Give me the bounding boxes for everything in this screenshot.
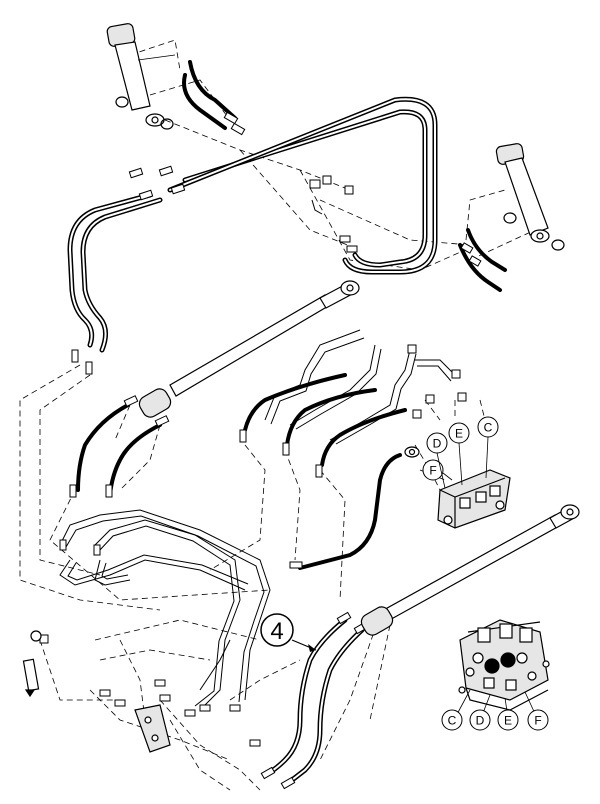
valve-port-callout-c: C — [477, 416, 499, 438]
valve-port-label-e: E — [455, 427, 463, 441]
inset-port-callout-d: D — [469, 709, 491, 731]
lower-left-manifold — [22, 630, 171, 753]
inset-port-label-d: D — [476, 714, 485, 728]
valve-port-label-d: D — [433, 437, 442, 451]
valve-port-label-c: C — [484, 421, 493, 435]
cylinder-middle — [138, 280, 360, 418]
control-valve — [404, 446, 511, 529]
inset-port-label-e: E — [504, 714, 512, 728]
cylinder-top-right — [495, 143, 565, 251]
inset-port-callout-e: E — [497, 709, 519, 731]
inset-port-label-f: F — [534, 714, 541, 728]
inset-port-callout-c: C — [441, 709, 463, 731]
inset-port-label-c: C — [448, 714, 457, 728]
hose-fittings — [39, 111, 482, 790]
inset-valve-detail — [458, 619, 550, 711]
valve-port-callout-e: E — [448, 422, 470, 444]
valve-port-label-f: F — [429, 464, 436, 478]
callout-4-label: 4 — [270, 618, 283, 645]
valve-port-callouts: D E C F — [422, 416, 499, 489]
valve-port-callout-f: F — [422, 459, 444, 481]
hydraulic-hoses — [67, 60, 507, 788]
tee-fittings — [309, 175, 467, 419]
cylinder-lower-right — [360, 504, 580, 636]
valve-port-callout-d: D — [426, 432, 448, 454]
steel-tubes — [59, 329, 456, 711]
cylinder-top-left — [106, 23, 176, 130]
inset-port-callouts: C D E F — [441, 689, 549, 731]
inset-port-callout-f: F — [527, 709, 549, 731]
callout-4: 4 — [260, 613, 317, 652]
